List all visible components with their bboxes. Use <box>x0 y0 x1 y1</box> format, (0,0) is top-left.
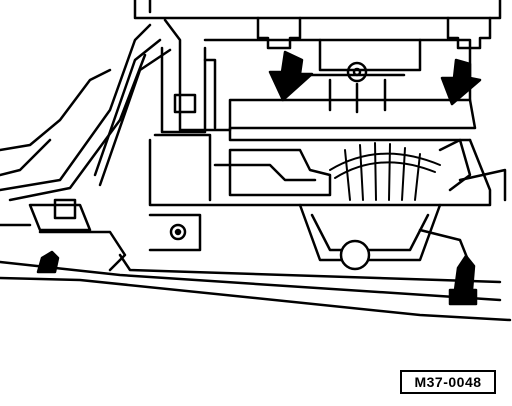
center-spring <box>308 61 406 114</box>
left-arrow <box>268 50 314 102</box>
cable-bundle <box>0 23 172 202</box>
top-clips <box>256 16 492 72</box>
base-floor <box>0 223 512 322</box>
right-arrow <box>440 58 482 106</box>
figure-reference-label: M37-0048 <box>400 370 496 394</box>
gear-segment <box>329 142 441 201</box>
right-screw <box>453 254 476 292</box>
support-pillars <box>160 46 217 134</box>
upper-housing <box>133 0 502 142</box>
right-bracket <box>418 138 507 267</box>
round-knob <box>339 239 371 271</box>
direction-arrows <box>268 50 482 106</box>
pivot-bolt <box>148 213 202 252</box>
lower-housing <box>148 133 492 262</box>
left-bracket <box>28 198 127 272</box>
